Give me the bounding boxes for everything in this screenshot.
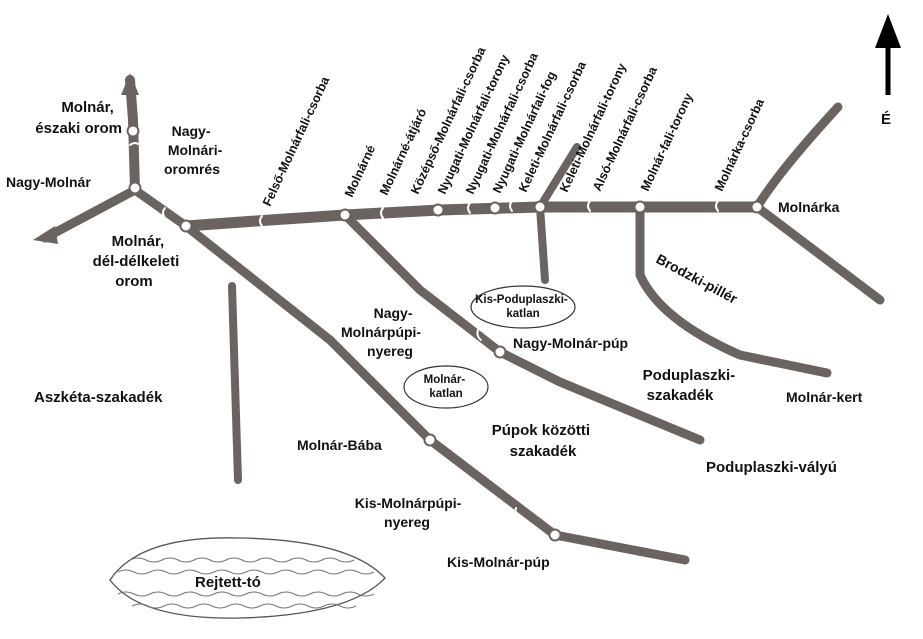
label-pupok-kozotti-szakadek: Púpok közötti szakadék (492, 422, 595, 460)
label-nagy-molnarpupi-nyereg: Nagy- Molnárpúpi- nyereg (341, 305, 425, 359)
cirque-molnar-katlan (403, 365, 489, 409)
peak-kis-molnar-pup (548, 528, 562, 542)
label-molnar-del: Molnár, dél-délkeleti orom (93, 233, 184, 290)
peak-keleti-torony (533, 200, 547, 214)
label-poduplaszki-szakadek: Poduplaszki- szakadék (643, 367, 740, 404)
label-molnarka: Molnárka (778, 199, 840, 215)
saddle-marks (129, 142, 719, 519)
label-kis-molnar-pup: Kis-Molnár-púp (447, 554, 550, 570)
north-ridge-arrow (121, 73, 139, 95)
peak-molnar-fali-torony (633, 200, 647, 214)
lake-label: Rejtett-tó (195, 574, 261, 591)
west-ridge-arrow (33, 226, 58, 244)
peak-nyugati-torony (431, 203, 445, 217)
north-label: É (881, 111, 891, 128)
peak-molnar-del (179, 219, 193, 233)
peak-nyugati-fog (488, 201, 502, 215)
north-arrow (875, 14, 901, 95)
label-kis-molnarpupi-nyereg: Kis-Molnárpúpi- nyereg (355, 495, 465, 530)
peak-molnar-eszaki (126, 124, 140, 138)
peak-nagy-molnar-pup (493, 345, 507, 359)
label-molnarne: Molnárné (342, 143, 378, 199)
peak-markers (126, 124, 764, 542)
label-molnar-kert: Molnár-kert (786, 389, 863, 405)
ridge-labels: Felső-Molnárfali-csorba Molnárné Molnárn… (260, 44, 767, 208)
peak-molnar-baba (423, 433, 437, 447)
label-molnar-eszaki: Molnár, északi orom (35, 99, 122, 137)
cirque-molnar-katlan-label: Molnár- katlan (424, 374, 469, 400)
label-nagy-molnar: Nagy-Molnár (6, 174, 91, 190)
label-molnarka-csorba: Molnárka-csorba (712, 96, 767, 194)
label-brodzki-piller: Brodzki-pillér (654, 251, 741, 307)
label-nagy-molnar-pup: Nagy-Molnár-púp (513, 335, 628, 351)
peak-nagy-molnar (128, 181, 142, 195)
cirque-kis-poduplaszki-label: Kis-Poduplaszki- katlan (475, 294, 571, 320)
label-molnar-fali-torony: Molnár-fali-torony (638, 91, 696, 193)
label-poduplaszki-valyu: Poduplaszki-vályú (706, 459, 837, 476)
cirque-kis-poduplaszki (470, 285, 576, 329)
label-molnar-baba: Molnár-Bába (297, 437, 382, 453)
peak-molnarne (338, 208, 352, 222)
peak-molnarka (750, 200, 764, 214)
lake-rejtett-to (109, 537, 386, 619)
label-aszketa-szakadek: Aszkéta-szakadék (34, 389, 163, 406)
label-nagy-molnari-oromres: Nagy- Molnári- oromrés (164, 123, 226, 177)
label-felso-csorba: Felső-Molnárfali-csorba (260, 74, 333, 209)
